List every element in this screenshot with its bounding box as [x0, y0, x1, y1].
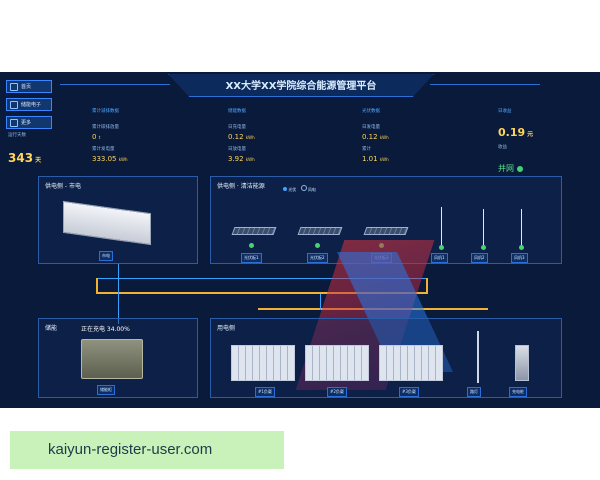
device-tag: #1负载 [255, 387, 275, 397]
kpi-group-storage: 储能数据 [228, 109, 246, 114]
wind-turbine-image [441, 207, 442, 247]
battery-icon [10, 100, 18, 109]
kpi-label: 日放电量 [228, 147, 246, 152]
radio-on-icon[interactable] [283, 187, 287, 191]
device-tag: 充电桩 [509, 387, 527, 397]
site-url[interactable]: kaiyun-register-user.com [48, 441, 213, 458]
kpi-value: 1.01 kWh [362, 155, 389, 163]
kpi-label: 日发电量 [362, 125, 380, 130]
pv-panel-image [231, 227, 277, 235]
site-banner[interactable]: kaiyun-register-user.com [10, 431, 284, 469]
grid-status: 并网 [498, 163, 523, 174]
device-tag: 风机3 [511, 253, 528, 263]
streetlight-image [477, 331, 479, 383]
load-rack-image [231, 345, 295, 381]
status-dot [249, 243, 254, 248]
device-tag: #3负载 [399, 387, 419, 397]
income-label: 日收益 [498, 109, 512, 114]
radio-off-icon[interactable] [300, 185, 307, 191]
status-dot [519, 245, 524, 250]
load-rack-image [379, 345, 443, 381]
feed-line [426, 278, 428, 294]
device-tag: #2负载 [327, 387, 347, 397]
bus-line [96, 292, 426, 294]
feed-line [320, 294, 321, 310]
device-tag: 光伏板1 [241, 253, 262, 263]
nav-home[interactable]: 首页 [6, 80, 52, 93]
kpi-label: 累计碳排放量 [92, 125, 119, 130]
battery-image [81, 339, 143, 379]
panel-supply-grid: 供电侧 - 市电 市电 [38, 176, 198, 264]
nav-more[interactable]: 更多 [6, 116, 52, 129]
page-title: XX大学XX学院综合能源管理平台 [225, 81, 377, 92]
menu-icon [10, 118, 18, 127]
status-dot [439, 245, 444, 250]
kpi-label: 日充电量 [228, 125, 246, 130]
feed-line [118, 264, 119, 324]
load-rack-image [305, 345, 369, 381]
kpi-value: 333.05 kWh [92, 155, 128, 163]
charger-image [515, 345, 529, 381]
kpi-value: 0 t [92, 133, 101, 141]
status-dot [315, 243, 320, 248]
kpi-group-pv: 光伏数据 [362, 109, 380, 114]
substation-image [63, 200, 151, 246]
days-label: 运行天数 [8, 133, 26, 138]
home-icon [10, 82, 18, 91]
pv-panel-image [297, 227, 343, 235]
kpi-group-reduction: 累计减排数据 [92, 109, 119, 114]
source-toggle[interactable]: 光伏 风电 [283, 185, 316, 193]
wind-turbine-image [483, 209, 484, 247]
wind-turbine-image [521, 209, 522, 247]
kpi-value: 0.12 kWh [228, 133, 255, 141]
device-tag: 路灯 [467, 387, 481, 397]
bus-line [96, 278, 426, 279]
status-dot [481, 245, 486, 250]
device-tag: 风机2 [471, 253, 488, 263]
device-tag: 光伏板2 [307, 253, 328, 263]
feed-line [96, 278, 98, 294]
device-tag: 储能柜 [97, 385, 115, 395]
title-banner: XX大学XX学院综合能源管理平台 [168, 74, 434, 97]
kpi-value: 3.92 kWh [228, 155, 255, 163]
kpi-label: 累计发电量 [92, 147, 115, 152]
kpi-label: 累计 [362, 147, 371, 152]
grid-tag: 市电 [99, 251, 113, 261]
charge-status: 正在充电 34.00% [81, 326, 130, 333]
nav-storage[interactable]: 储能电子 [6, 98, 52, 111]
title-rule-left [60, 84, 170, 85]
panel-load: 用电侧 #1负载 #2负载 #3负载 路灯 充电桩 [210, 318, 562, 398]
info-icon[interactable] [516, 165, 523, 172]
kpi-value: 0.12 kWh [362, 133, 389, 141]
device-tag: 风机1 [431, 253, 448, 263]
pv-panel-image [363, 227, 409, 235]
title-rule-right [430, 84, 540, 85]
panel-storage: 储能 正在充电 34.00% 储能柜 [38, 318, 198, 398]
income-sub: 收益 [498, 145, 507, 150]
